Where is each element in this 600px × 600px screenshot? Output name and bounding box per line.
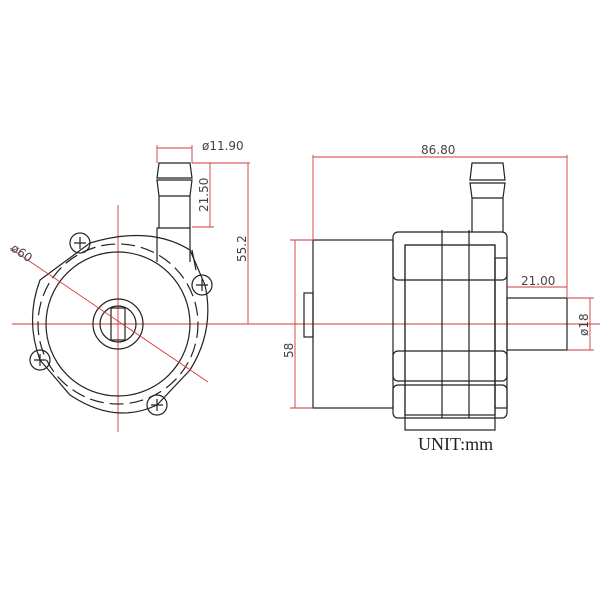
body-tab xyxy=(303,292,314,338)
hub-outer xyxy=(92,298,144,350)
hub-inner xyxy=(99,305,137,343)
middle-clamp xyxy=(392,350,508,382)
inlet-diameter-label: ø11.90 xyxy=(202,139,244,153)
inlet-barb xyxy=(156,162,193,228)
outlet-height-label: 55.2 xyxy=(235,235,249,262)
body-diameter-label: ø60 xyxy=(8,241,35,265)
total-length-label: 86.80 xyxy=(421,143,455,157)
front-view xyxy=(29,162,213,416)
shaft-key xyxy=(110,307,126,341)
pump-face xyxy=(45,251,191,397)
side-inlet-barb xyxy=(469,162,506,232)
outlet-length-label: 21.00 xyxy=(521,274,555,288)
unit-label: UNIT:mm xyxy=(418,434,493,454)
outlet-tube xyxy=(506,297,568,351)
outer-flange xyxy=(31,234,209,414)
barb-length-label: 21.50 xyxy=(197,178,211,212)
outlet-diameter-label: ø18 xyxy=(577,313,591,336)
upper-clamp xyxy=(392,231,508,281)
side-view xyxy=(303,162,568,431)
inlet-tube-base xyxy=(156,227,197,271)
pump-housing xyxy=(404,244,496,416)
screw-icon xyxy=(29,232,213,416)
lower-clamp xyxy=(392,384,508,419)
pump-housing-top xyxy=(404,244,496,431)
flange-ribs xyxy=(37,243,199,405)
side-dimensions: 86.80 21.00 ø18 58 xyxy=(282,143,594,409)
front-dimensions: ø11.90 21.50 55.2 ø60 xyxy=(8,139,250,383)
body-height-label: 58 xyxy=(282,343,296,358)
